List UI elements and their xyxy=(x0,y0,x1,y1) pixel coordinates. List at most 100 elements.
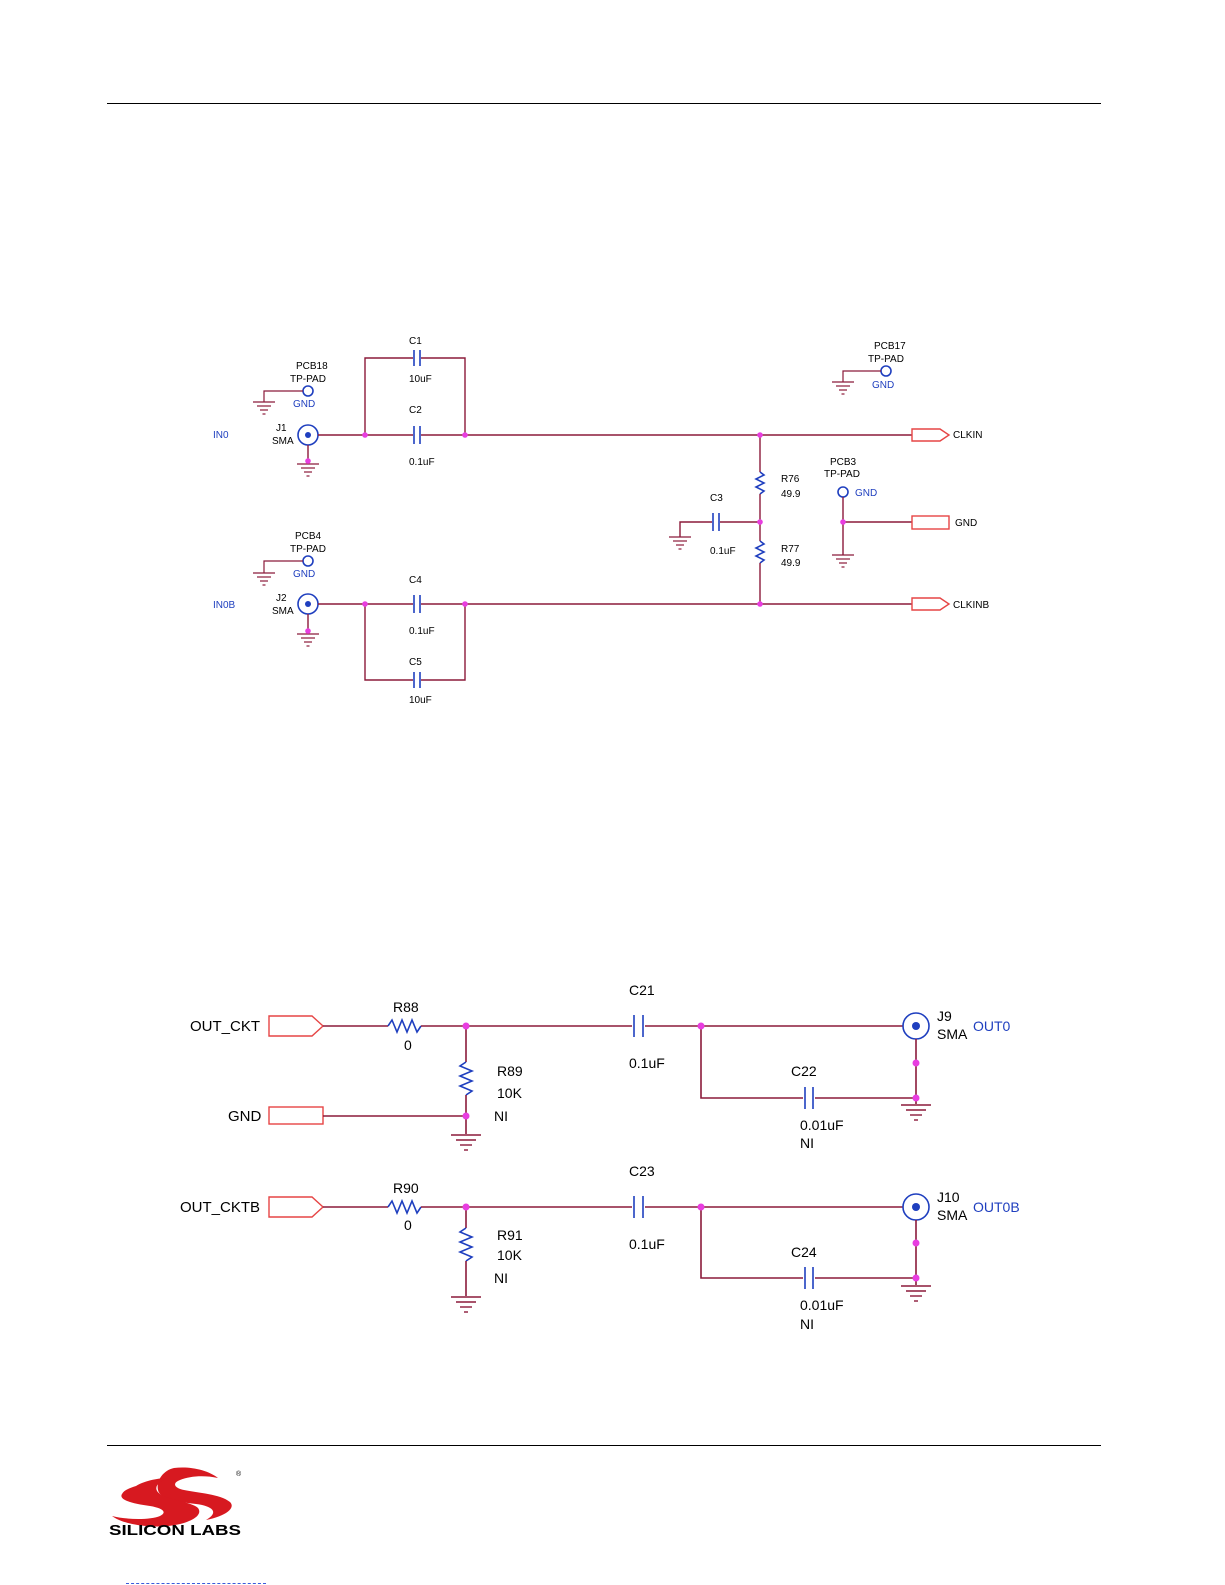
capacitor-c4 xyxy=(413,595,421,613)
j1-type: SMA xyxy=(272,436,294,447)
tp-pcb4: PCB4 TP-PAD GND xyxy=(252,531,326,586)
pcb4-wire xyxy=(263,560,303,573)
capacitor-c2 xyxy=(413,426,421,444)
tp-pcb18: PCB18 TP-PAD GND xyxy=(252,361,328,415)
port-out-cktb xyxy=(268,1196,325,1218)
c24-ref: C24 xyxy=(791,1244,817,1260)
clkinb-label: CLKINB xyxy=(953,600,989,611)
output-circuit: OUT_CKT R88 0 C21 0.1uF J9 SMA OUT0 C22 … xyxy=(180,982,1020,1332)
port-clkin xyxy=(911,428,951,442)
ground-symbol xyxy=(450,1296,482,1313)
c21-ref: C21 xyxy=(629,982,655,998)
out0b-label: OUT0B xyxy=(973,1199,1020,1215)
r91-value: 10K xyxy=(497,1247,523,1263)
port-gnd-out xyxy=(268,1106,324,1125)
c5-value: 10uF xyxy=(409,695,432,706)
r90-value: 0 xyxy=(404,1217,412,1233)
out-cktb-label: OUT_CKTB xyxy=(180,1199,260,1216)
junction-dots xyxy=(462,1022,920,1282)
port-out-ckt xyxy=(268,1015,325,1037)
r90-ref: R90 xyxy=(393,1180,419,1196)
c1-wire-right xyxy=(421,357,466,435)
c24-value: 0.01uF xyxy=(800,1297,844,1313)
j1-center xyxy=(305,432,311,438)
ground-symbol xyxy=(831,554,855,568)
gnd-port-label-out: GND xyxy=(228,1108,262,1125)
input-circuit: PCB18 TP-PAD GND PCB17 TP-PAD GND IN0 J1… xyxy=(213,336,989,706)
ground-symbol xyxy=(668,536,692,550)
pcb18-pad xyxy=(302,385,314,397)
resistor-r90 xyxy=(387,1198,422,1216)
capacitor-c21 xyxy=(633,1015,644,1037)
capacitor-c3 xyxy=(712,513,720,531)
c5-wire-left xyxy=(364,604,413,681)
pcb17-wire xyxy=(842,370,881,382)
clkin-label: CLKIN xyxy=(953,430,982,441)
port-clkinb xyxy=(911,597,951,611)
pcb4-net: GND xyxy=(293,569,315,580)
j2-type: SMA xyxy=(272,606,294,617)
j9-center xyxy=(912,1022,920,1030)
r89-note: NI xyxy=(494,1108,508,1124)
c1-ref: C1 xyxy=(409,336,422,347)
ground-symbol xyxy=(900,1285,932,1302)
c24-wire-left xyxy=(700,1207,803,1279)
r89-ref: R89 xyxy=(497,1063,523,1079)
resistor-r89 xyxy=(457,1061,475,1096)
capacitor-c22 xyxy=(804,1087,814,1109)
logo-mark-icon xyxy=(112,1467,232,1527)
ground-symbol xyxy=(450,1134,482,1151)
ground-symbol xyxy=(252,572,276,586)
r91-note: NI xyxy=(494,1270,508,1286)
pcb4-ref: PCB4 xyxy=(295,531,322,542)
resistor-r88 xyxy=(387,1017,422,1035)
c21-value: 0.1uF xyxy=(629,1055,665,1071)
pcb3-ref: PCB3 xyxy=(830,457,857,468)
c24-note: NI xyxy=(800,1316,814,1332)
j2-center xyxy=(305,601,311,607)
c4-value: 0.1uF xyxy=(409,626,435,637)
resistor-r76 xyxy=(754,471,766,495)
j10-type: SMA xyxy=(937,1207,968,1223)
ground-symbol xyxy=(900,1104,932,1121)
capacitor-c24 xyxy=(804,1267,814,1289)
gnd-port-label: GND xyxy=(955,518,977,529)
c4-ref: C4 xyxy=(409,575,422,586)
c3-ref: C3 xyxy=(710,493,723,504)
pcb18-type: TP-PAD xyxy=(290,374,326,385)
brand-wordmark: SILICON LABS xyxy=(109,1522,241,1539)
c2-value: 0.1uF xyxy=(409,457,435,468)
pcb3-net: GND xyxy=(855,488,877,499)
out-ckt-label: OUT_CKT xyxy=(190,1018,260,1035)
out0-label: OUT0 xyxy=(973,1018,1011,1034)
j10-ref: J10 xyxy=(937,1189,960,1205)
pcb18-wire xyxy=(263,390,303,402)
c22-value: 0.01uF xyxy=(800,1117,844,1133)
r76-value: 49.9 xyxy=(781,489,801,500)
j10-center xyxy=(912,1203,920,1211)
pcb3-type: TP-PAD xyxy=(824,469,860,480)
junction-dots xyxy=(305,432,846,634)
r77-value: 49.9 xyxy=(781,558,801,569)
r77-ref: R77 xyxy=(781,544,800,555)
c1-value: 10uF xyxy=(409,374,432,385)
r88-ref: R88 xyxy=(393,999,419,1015)
capacitor-c5 xyxy=(413,672,421,688)
in0b-label: IN0B xyxy=(213,600,236,611)
j9-ref: J9 xyxy=(937,1008,952,1024)
capacitor-c1 xyxy=(413,350,421,366)
c22-note: NI xyxy=(800,1135,814,1151)
r91-ref: R91 xyxy=(497,1227,523,1243)
port-gnd xyxy=(911,515,950,530)
c1-wire-left xyxy=(364,357,413,435)
capacitor-c23 xyxy=(633,1196,644,1218)
pcb17-pad xyxy=(880,365,892,377)
r76-ref: R76 xyxy=(781,474,800,485)
c2-ref: C2 xyxy=(409,405,422,416)
tp-pcb17: PCB17 TP-PAD GND xyxy=(831,341,906,395)
pcb18-ref: PCB18 xyxy=(296,361,328,372)
c23-value: 0.1uF xyxy=(629,1236,665,1252)
header-rule xyxy=(107,103,1101,104)
j9-type: SMA xyxy=(937,1026,968,1042)
footer-rule xyxy=(107,1445,1101,1446)
